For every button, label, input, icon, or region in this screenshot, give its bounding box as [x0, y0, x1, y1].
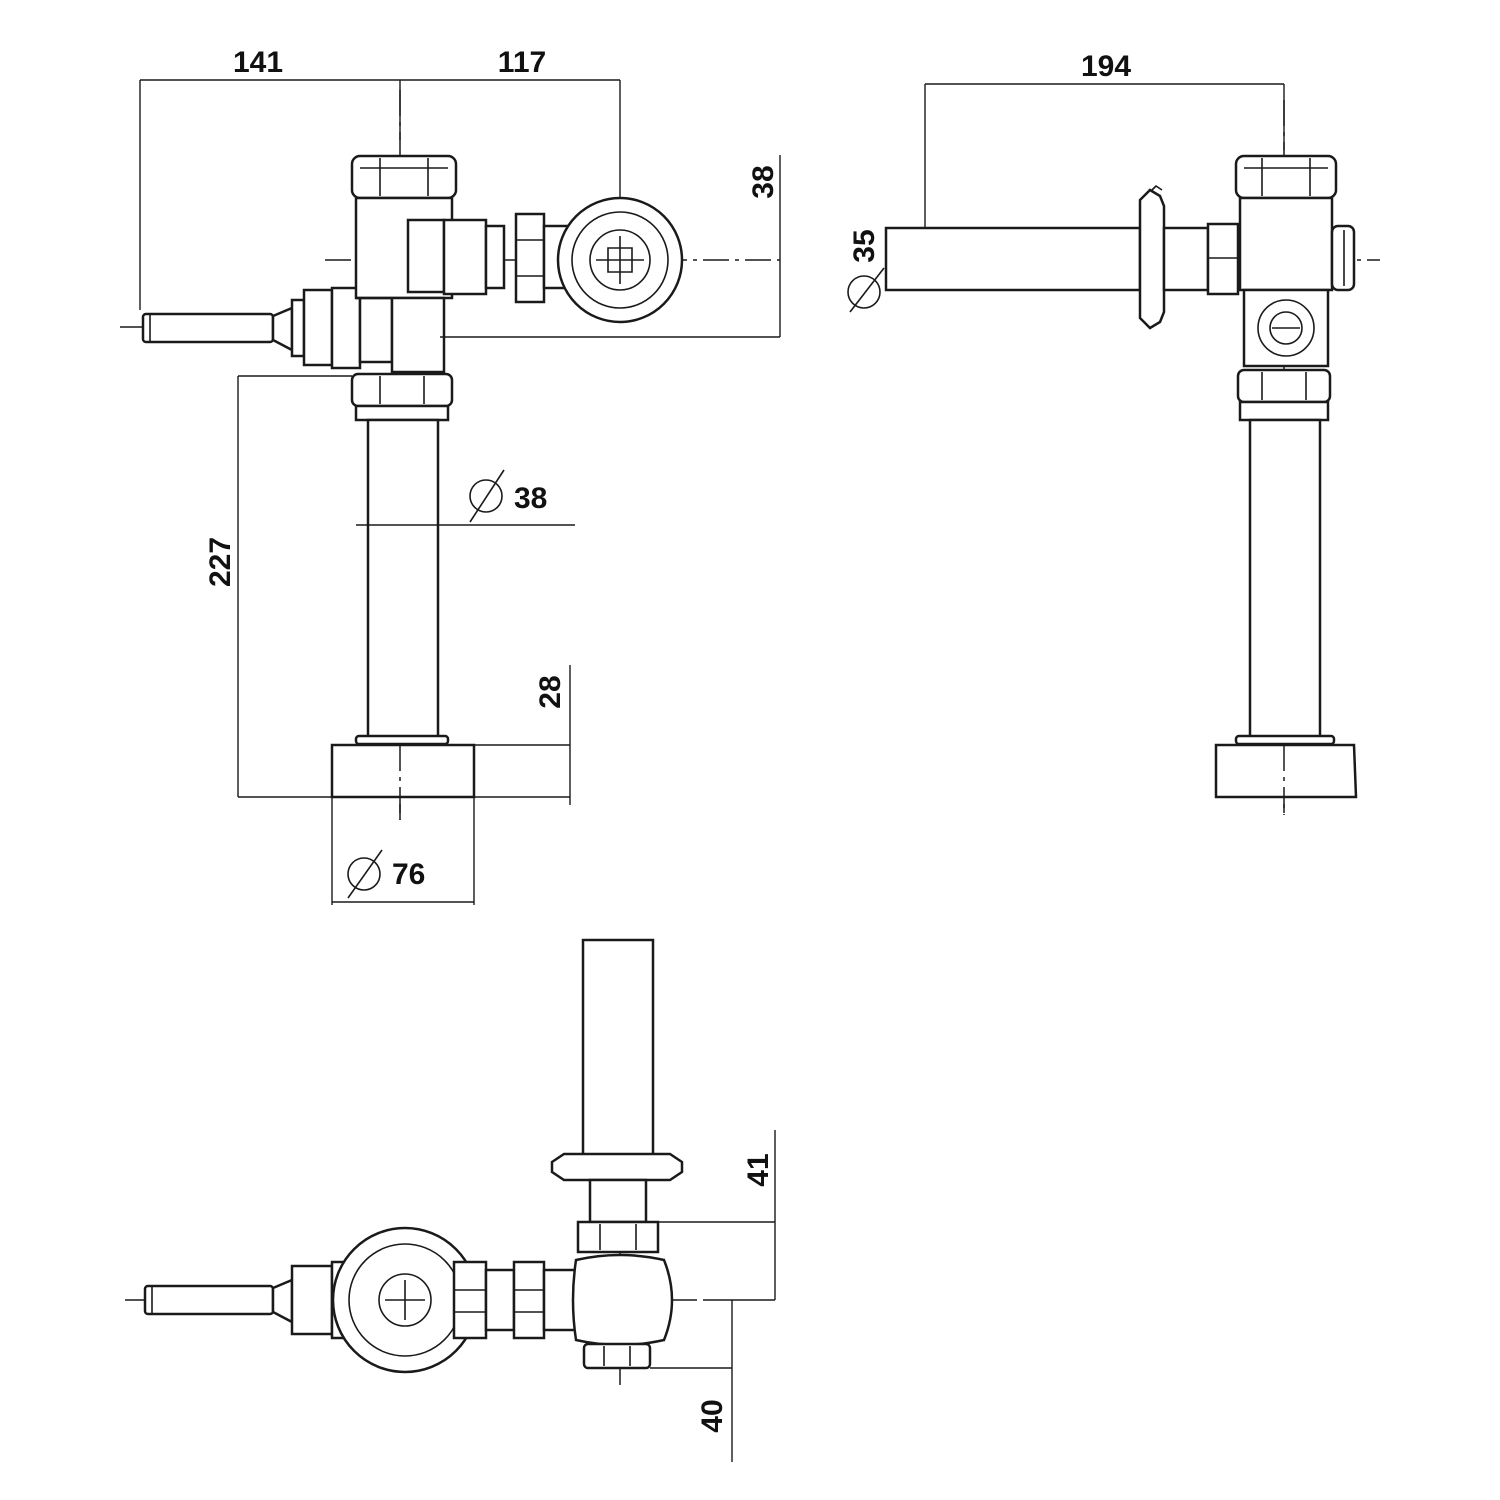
dim-label-40: 40 [696, 1399, 729, 1432]
front-base [330, 743, 476, 820]
dim-label-76: 76 [392, 858, 425, 891]
dim-front-pipe-length: 227 [204, 375, 570, 798]
top-vertical-pipe [550, 938, 684, 1254]
dim-top-offset-upper: 41 [658, 1130, 776, 1301]
side-valve-body [1234, 154, 1356, 368]
dim-label-41: 41 [742, 1153, 775, 1186]
top-view: 41 40 [125, 938, 776, 1462]
side-view: 194 35 [847, 50, 1380, 815]
top-valve-body [331, 1226, 578, 1374]
top-elbow-fitting [571, 1253, 674, 1370]
dim-front-width: 141 117 [139, 46, 621, 310]
side-pipe [1234, 418, 1336, 746]
dim-label-194: 194 [1081, 50, 1131, 83]
front-handle [141, 286, 394, 370]
dim-label-117: 117 [498, 46, 546, 79]
front-inlet-fitting [556, 196, 684, 324]
side-inlet-pipe [884, 184, 1240, 330]
front-nut [350, 372, 454, 422]
front-view: 141 117 [120, 46, 781, 905]
dim-side-inlet-diameter: 35 [847, 229, 885, 313]
side-base [1214, 743, 1358, 815]
dim-front-base-diameter: 76 [331, 797, 475, 905]
front-valve-body [350, 154, 576, 374]
dim-label-28: 28 [534, 675, 567, 708]
dim-label-35: 35 [848, 229, 881, 262]
dim-front-height: 38 [440, 155, 781, 338]
dim-top-offset-lower: 40 [650, 1300, 733, 1462]
dim-label-227: 227 [204, 537, 237, 587]
dim-front-pipe-diameter: 38 [469, 469, 547, 523]
front-pipe [354, 418, 575, 746]
dim-label-141: 141 [233, 46, 283, 79]
side-nut [1236, 368, 1332, 422]
dim-front-base-height: 28 [474, 665, 571, 805]
dim-label-38-vertical: 38 [747, 165, 780, 198]
top-handle [143, 1260, 362, 1340]
dim-label-38-diameter: 38 [514, 482, 547, 515]
